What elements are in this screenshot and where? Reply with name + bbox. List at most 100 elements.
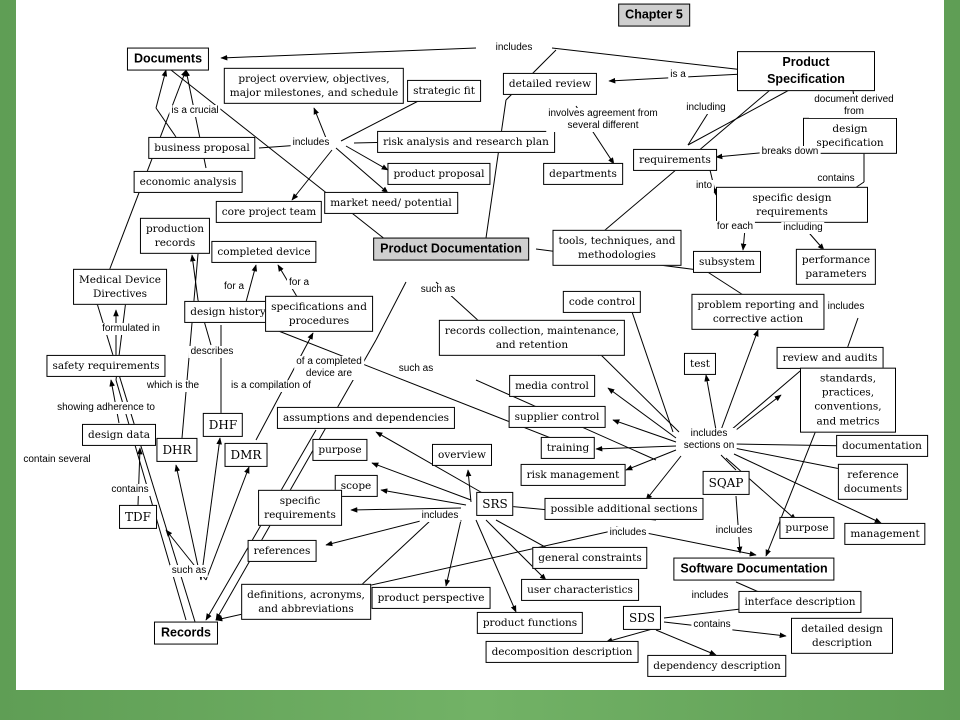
node-economic-analysis: economic analysis xyxy=(133,170,243,194)
node-references: references xyxy=(247,539,317,563)
connector-line xyxy=(340,95,429,142)
label-includes-sd: includes xyxy=(689,590,731,602)
node-user-characteristics: user characteristics xyxy=(521,578,639,602)
connector-line xyxy=(475,519,517,613)
connector-line xyxy=(687,109,711,146)
connector-line xyxy=(730,365,807,431)
node-dependency-description: dependency description xyxy=(647,654,787,678)
connector-line xyxy=(612,419,677,443)
label-includes-sections-on: includes sections on xyxy=(681,428,737,452)
connector-line xyxy=(355,519,432,591)
label-for-each: for each xyxy=(714,221,756,233)
connector-line xyxy=(109,379,120,424)
connector-line xyxy=(190,254,199,301)
node-sds: SDS xyxy=(622,605,662,631)
connector-line xyxy=(375,281,407,341)
node-dmr: DMR xyxy=(224,442,268,468)
connector-line xyxy=(215,339,377,621)
connector-line xyxy=(335,147,389,194)
node-overview: overview xyxy=(432,443,492,467)
label-breaks-down: breaks down xyxy=(759,146,821,158)
node-software-documentation: Software Documentation xyxy=(673,557,835,581)
node-market-need: market need/ potential xyxy=(324,191,458,215)
node-dhf: DHF xyxy=(202,412,244,438)
chapter-5-title: Chapter 5 xyxy=(618,3,690,27)
node-purpose-srs: purpose xyxy=(312,438,368,462)
node-specific-design-requirements: specific design requirements xyxy=(716,186,868,224)
label-involves-agreement: involves agreement from several differen… xyxy=(546,108,660,132)
connector-line xyxy=(205,466,250,581)
node-risk-management: risk management xyxy=(520,463,626,487)
node-risk-analysis: risk analysis and research plan xyxy=(377,130,555,154)
node-interface-description: interface description xyxy=(738,590,862,614)
connector-line xyxy=(733,443,855,449)
label-including-2: including xyxy=(781,222,825,234)
node-strategic-fit: strategic fit xyxy=(407,79,481,103)
connector-line xyxy=(350,507,462,513)
connector-line xyxy=(625,449,677,471)
node-sqap: SQAP xyxy=(702,470,750,496)
node-detailed-design-description: detailed design description xyxy=(791,617,893,655)
node-completed-device: completed device xyxy=(211,240,317,264)
label-such-as-3: such as xyxy=(169,565,209,577)
label-includes-right: includes xyxy=(825,301,867,313)
node-specifications-procedures: specifications and procedures xyxy=(265,295,373,333)
label-for-a-1: for a xyxy=(221,281,247,293)
node-performance-parameters: performance parameters xyxy=(795,248,877,286)
connector-line xyxy=(291,149,333,201)
node-standards: standards, practices, conventions, and m… xyxy=(800,367,896,433)
node-general-constraints: general constraints xyxy=(532,546,648,570)
label-contains-3: contains xyxy=(691,619,733,631)
node-specific-requirements: specific requirements xyxy=(258,489,342,527)
node-decomposition-description: decomposition description xyxy=(485,640,639,664)
connector-line xyxy=(380,488,467,506)
connector-line xyxy=(485,519,547,581)
connector-line xyxy=(629,305,674,433)
connector-line xyxy=(605,627,657,643)
label-document-derived: document derived from xyxy=(809,94,899,118)
node-assumptions-dependencies: assumptions and dependencies xyxy=(276,406,456,430)
label-includes-top: includes xyxy=(493,42,535,54)
node-reference-documents: reference documents xyxy=(837,463,909,501)
connector-line xyxy=(687,81,805,146)
label-includes-bottom-1: includes xyxy=(607,527,649,539)
node-records: Records xyxy=(153,621,219,645)
node-business-proposal: business proposal xyxy=(148,136,256,160)
node-possible-additional-sections: possible additional sections xyxy=(544,497,704,521)
label-contains-1: contains xyxy=(815,173,857,185)
label-describes: describes xyxy=(188,346,236,358)
node-design-history: design history xyxy=(184,300,272,324)
connector-line xyxy=(444,519,462,587)
concept-map-canvas: Chapter 5 Documents Product Specificatio… xyxy=(16,0,944,690)
node-documents: Documents xyxy=(126,47,210,71)
connector-line xyxy=(245,264,258,303)
node-scope: scope xyxy=(334,474,378,498)
label-showing-adherence: showing adherence to xyxy=(55,402,157,414)
label-such-as-1: such as xyxy=(418,284,458,296)
node-management: management xyxy=(844,522,926,546)
node-media-control: media control xyxy=(509,374,595,398)
label-is-a: is a xyxy=(668,69,688,81)
node-departments: departments xyxy=(543,162,623,186)
connector-line xyxy=(595,349,680,433)
connector-line xyxy=(115,379,187,621)
node-dhr: DHR xyxy=(156,437,198,463)
node-problem-reporting: problem reporting and corrective action xyxy=(691,293,825,331)
connector-line xyxy=(220,47,477,61)
label-includes-bottom-2: includes xyxy=(713,525,755,537)
label-formulated-in: formulated in xyxy=(100,323,162,335)
node-product-functions: product functions xyxy=(476,611,584,635)
node-supplier-control: supplier control xyxy=(508,405,606,429)
connector-line xyxy=(735,394,782,431)
node-design-data: design data xyxy=(82,423,156,447)
node-test: test xyxy=(683,352,717,376)
connector-line xyxy=(485,99,507,239)
label-includes-srs: includes xyxy=(419,510,461,522)
node-definitions: definitions, acronyms, and abbreviations xyxy=(241,583,371,621)
connector-line xyxy=(465,469,472,503)
label-into: into xyxy=(693,180,715,192)
node-detailed-review: detailed review xyxy=(502,72,598,96)
label-is-a-compilation: is a compilation of xyxy=(228,380,314,392)
connector-line xyxy=(735,495,743,554)
node-srs: SRS xyxy=(476,491,514,517)
